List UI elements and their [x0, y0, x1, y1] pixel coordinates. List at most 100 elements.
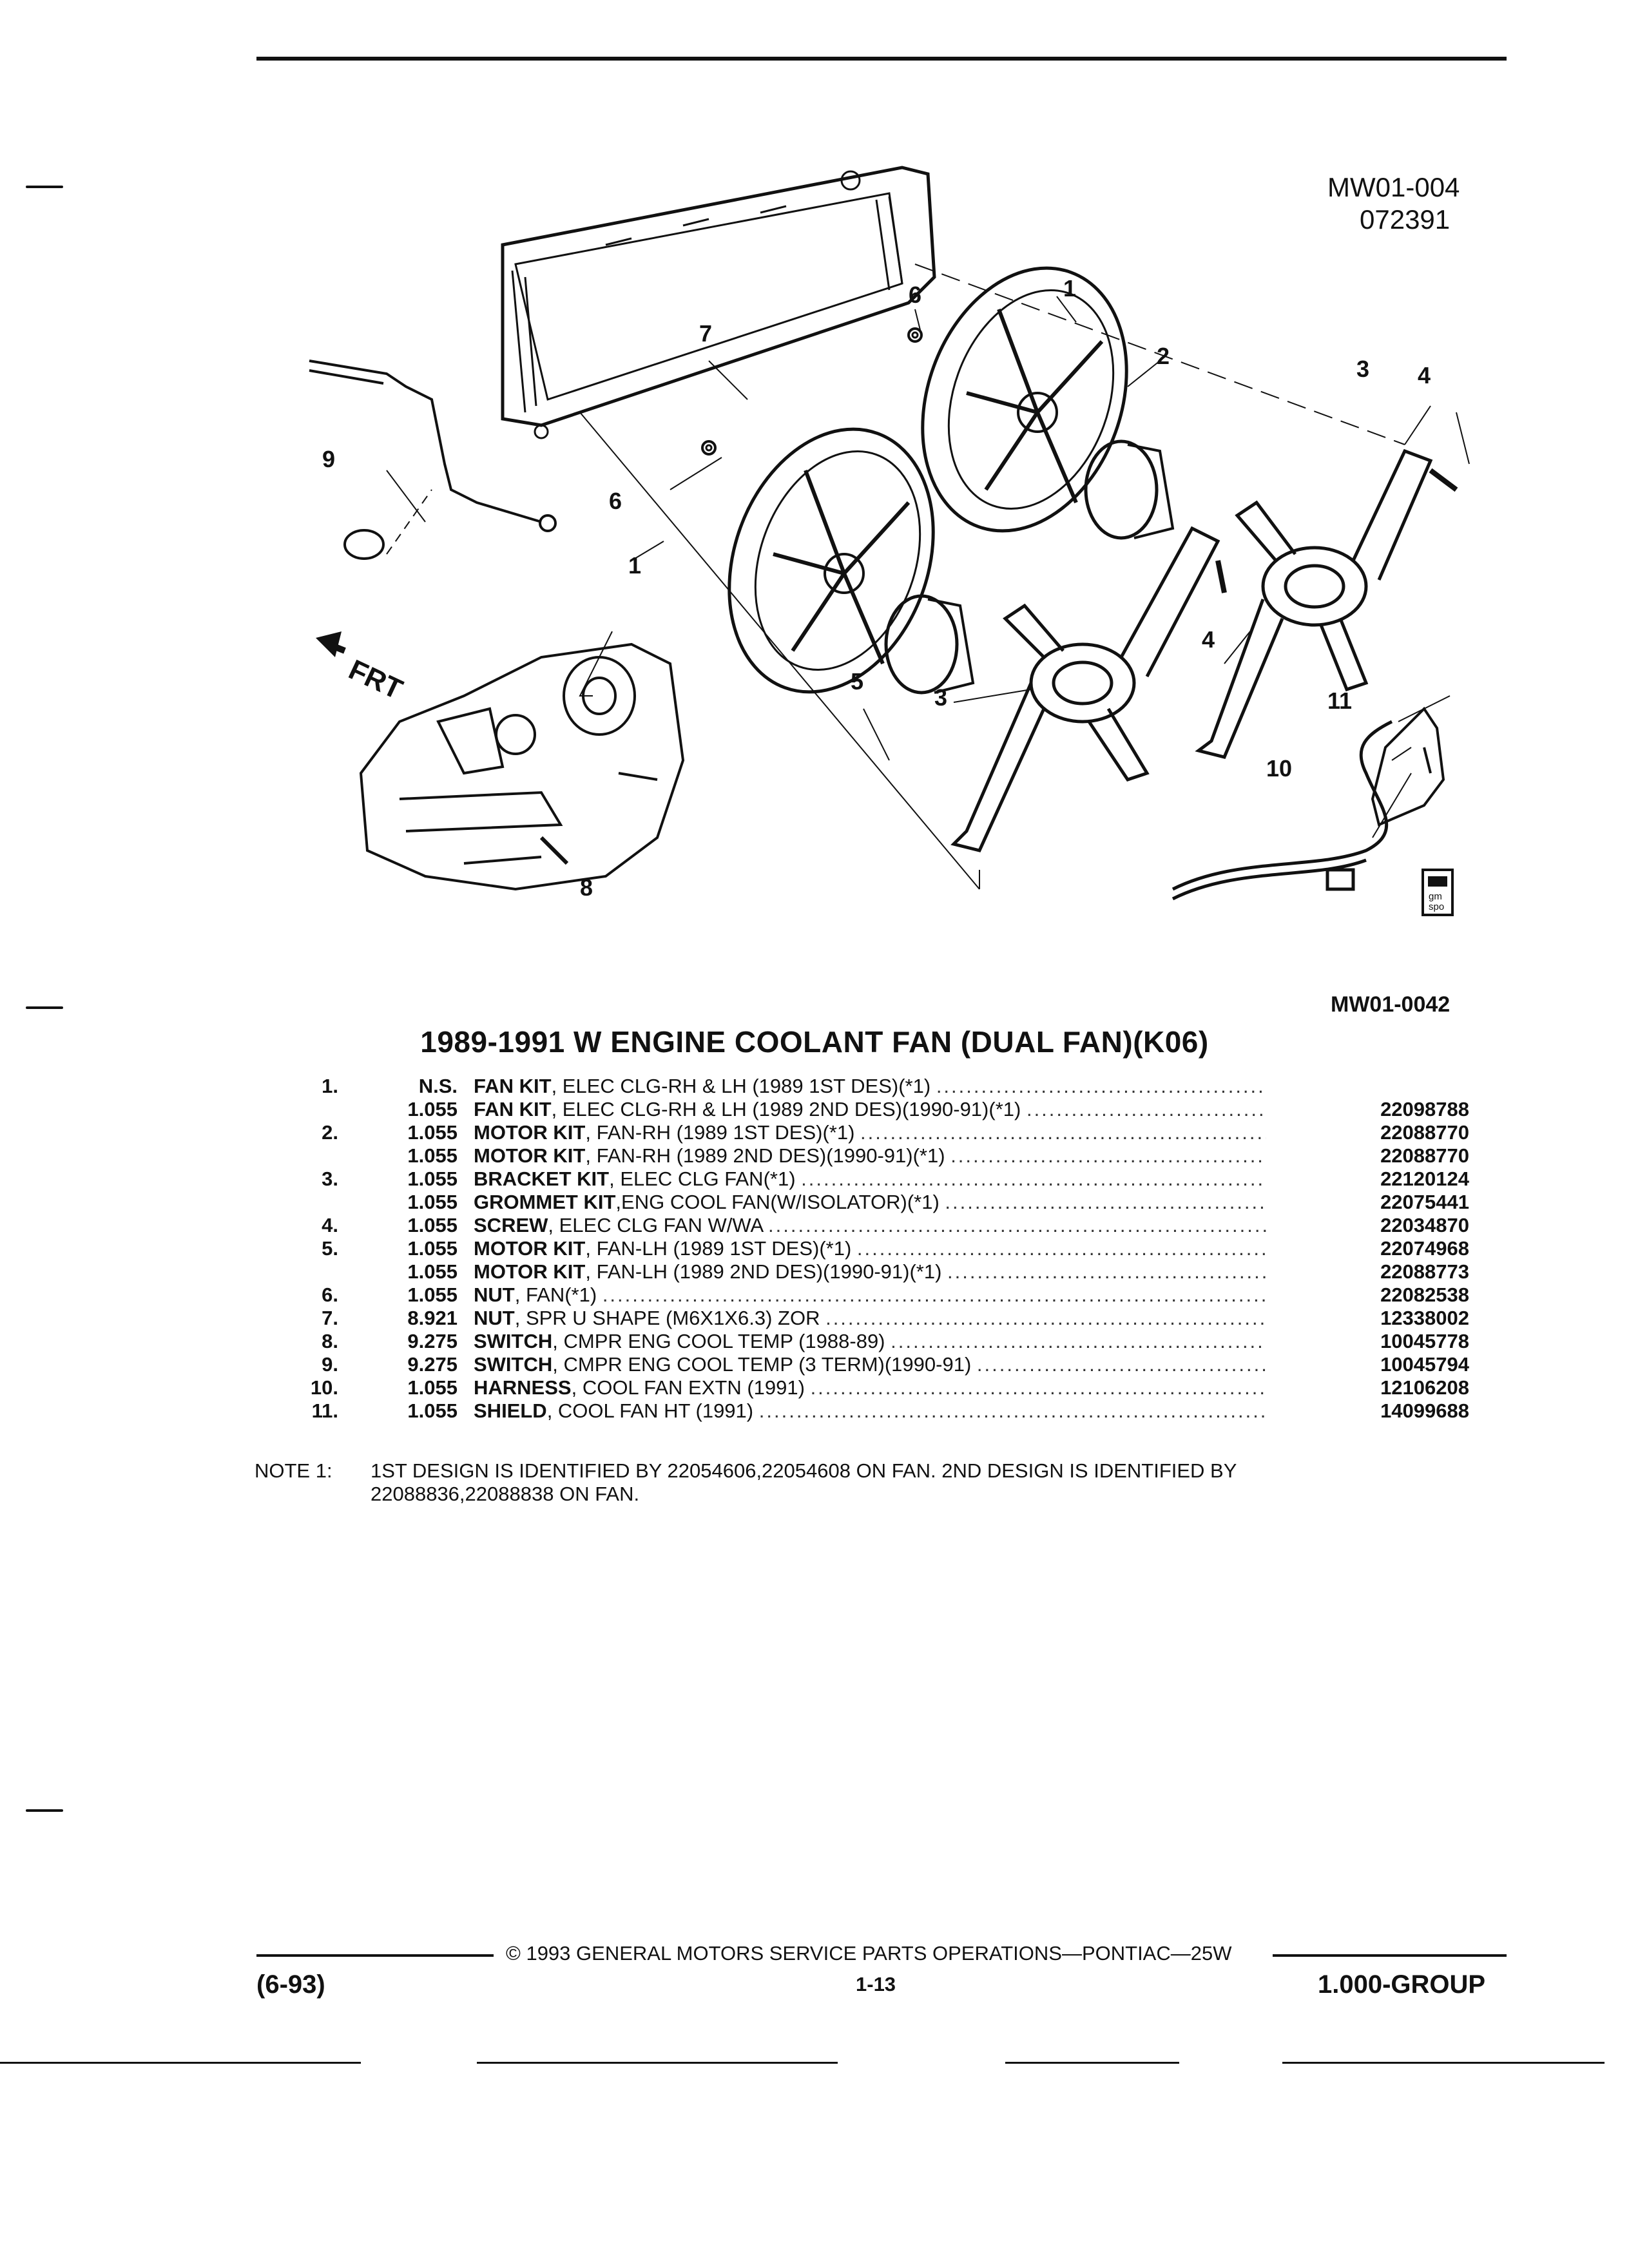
bottom-edge-line: [1282, 2062, 1605, 2064]
note-line-1: 1ST DESIGN IS IDENTIFIED BY 22054606,220…: [371, 1459, 1237, 1482]
callout-label: 2: [1157, 343, 1170, 369]
part-description: GROMMET KIT,ENG COOL FAN(W/ISOLATOR)(*1)…: [474, 1191, 1266, 1213]
callout-label: 3: [934, 684, 947, 711]
copyright-line: © 1993 GENERAL MOTORS SERVICE PARTS OPER…: [506, 1942, 1232, 1965]
switch-9-illustration: [309, 360, 557, 560]
badge-line1: gm: [1429, 891, 1442, 902]
part-name: MOTOR KIT: [474, 1260, 586, 1283]
part-name: FAN KIT: [474, 1098, 552, 1120]
callout-label: 1: [628, 552, 641, 579]
group-number: 1.055: [407, 1168, 458, 1190]
part-name: NUT: [474, 1307, 515, 1329]
part-detail: , CMPR ENG COOL TEMP (1988-89): [552, 1330, 885, 1352]
part-name: GROMMET KIT: [474, 1191, 616, 1213]
page-number: 1-13: [856, 1973, 896, 1995]
group-number: 1.055: [407, 1283, 458, 1306]
item-number: 9.: [322, 1353, 338, 1376]
parts-row: 1.N.S.FAN KIT, ELEC CLG-RH & LH (1989 1S…: [258, 1075, 1469, 1098]
bracket-rh-illustration: [1195, 448, 1433, 759]
part-description: SWITCH, CMPR ENG COOL TEMP (1988-89) ...…: [474, 1330, 1266, 1352]
item-number: 7.: [322, 1307, 338, 1329]
part-number: 22088770: [1380, 1121, 1469, 1144]
part-name: SWITCH: [474, 1353, 553, 1376]
front-direction-arrow: FRT: [316, 631, 407, 706]
note-line-2: 22088836,22088838 ON FAN.: [371, 1483, 640, 1505]
margin-mark: [26, 1809, 63, 1812]
footer-rule-right: [1273, 1954, 1507, 1957]
item-number: 11.: [311, 1399, 338, 1422]
part-name: MOTOR KIT: [474, 1144, 586, 1167]
part-name: SWITCH: [474, 1330, 553, 1352]
item-number: 10.: [310, 1376, 338, 1399]
group-number: 1.055: [407, 1260, 458, 1283]
bracket-lh-illustration: [950, 526, 1220, 852]
part-description: BRACKET KIT, ELEC CLG FAN(*1) ..........…: [474, 1168, 1266, 1190]
parts-list: 1.N.S.FAN KIT, ELEC CLG-RH & LH (1989 1S…: [258, 1075, 1469, 1423]
part-description: FAN KIT, ELEC CLG-RH & LH (1989 1ST DES)…: [474, 1075, 1266, 1097]
group-number: 9.275: [407, 1353, 458, 1376]
part-number: 22120124: [1380, 1168, 1469, 1190]
gm-spo-badge: gm spo: [1422, 869, 1454, 916]
fan-lh-illustration: [728, 427, 935, 694]
item-number: 6.: [322, 1283, 338, 1306]
item-number: 8.: [322, 1330, 338, 1352]
part-name: SHIELD: [474, 1399, 547, 1422]
part-number: 22074968: [1380, 1237, 1469, 1260]
margin-mark: [26, 186, 63, 188]
part-number: 10045794: [1380, 1353, 1469, 1376]
callout-label: 8: [580, 874, 593, 901]
radiator-illustration: [501, 166, 936, 439]
item-number: 1.: [322, 1075, 338, 1097]
part-description: NUT, SPR U SHAPE (M6X1X6.3) ZOR ........…: [474, 1307, 1266, 1329]
part-name: NUT: [474, 1283, 515, 1306]
part-number: 22034870: [1380, 1214, 1469, 1236]
part-detail: , COOL FAN HT (1991): [546, 1399, 754, 1422]
part-name: MOTOR KIT: [474, 1237, 586, 1260]
top-rule: [256, 57, 1507, 61]
parts-row: 9. 9.275 SWITCH, CMPR ENG COOL TEMP (3 TER…: [258, 1353, 1469, 1376]
part-detail: , ELEC CLG FAN W/WA: [548, 1214, 763, 1236]
part-description: FAN KIT, ELEC CLG-RH & LH (1989 2ND DES)…: [474, 1098, 1266, 1120]
note-label: NOTE 1:: [255, 1459, 333, 1482]
part-detail: , FAN-RH (1989 2ND DES)(1990-91)(*1): [585, 1144, 945, 1167]
group-number: 1.055: [407, 1399, 458, 1422]
part-description: SCREW, ELEC CLG FAN W/WA ...............…: [474, 1214, 1266, 1236]
group-number: 1.055: [407, 1214, 458, 1236]
part-name: BRACKET KIT: [474, 1168, 610, 1190]
part-number: 22098788: [1380, 1098, 1469, 1120]
part-detail: , CMPR ENG COOL TEMP (3 TERM)(1990-91): [552, 1353, 972, 1376]
callout-label: 10: [1266, 755, 1292, 782]
callout-label: 5: [851, 668, 863, 695]
parts-row: 10. 1.055 HARNESS, COOL FAN EXTN (1991) ..…: [258, 1376, 1469, 1399]
harness-illustration: [1171, 720, 1393, 901]
part-description: HARNESS, COOL FAN EXTN (1991) ..........…: [474, 1376, 1266, 1399]
bottom-edge-line: [477, 2062, 838, 2064]
part-description: MOTOR KIT, FAN-RH (1989 1ST DES)(*1) ...…: [474, 1121, 1266, 1144]
part-name: MOTOR KIT: [474, 1121, 586, 1144]
group-number: 1.055: [407, 1376, 458, 1399]
part-number: 22082538: [1380, 1283, 1469, 1306]
callout-label: 6: [909, 282, 921, 308]
group-number: 1.055: [407, 1237, 458, 1260]
motor-lh-illustration: [884, 594, 975, 695]
part-number: 14099688: [1380, 1399, 1469, 1422]
shield-illustration: [1371, 706, 1445, 827]
engine-illustration: [359, 642, 685, 891]
part-detail: , ELEC CLG-RH & LH (1989 1ST DES)(*1): [551, 1075, 931, 1097]
callout-label: 4: [1202, 626, 1215, 653]
part-number: 10045778: [1380, 1330, 1469, 1352]
callout-label: 11: [1327, 687, 1352, 714]
item-number: 5.: [322, 1237, 338, 1260]
part-number: 12338002: [1380, 1307, 1469, 1329]
group-number: 9.275: [407, 1330, 458, 1352]
drawing-date: 072391: [1360, 204, 1451, 235]
part-description: SWITCH, CMPR ENG COOL TEMP (3 TERM)(1990…: [474, 1353, 1266, 1376]
group-number: 1.055: [407, 1191, 458, 1213]
margin-mark: [26, 1006, 63, 1009]
